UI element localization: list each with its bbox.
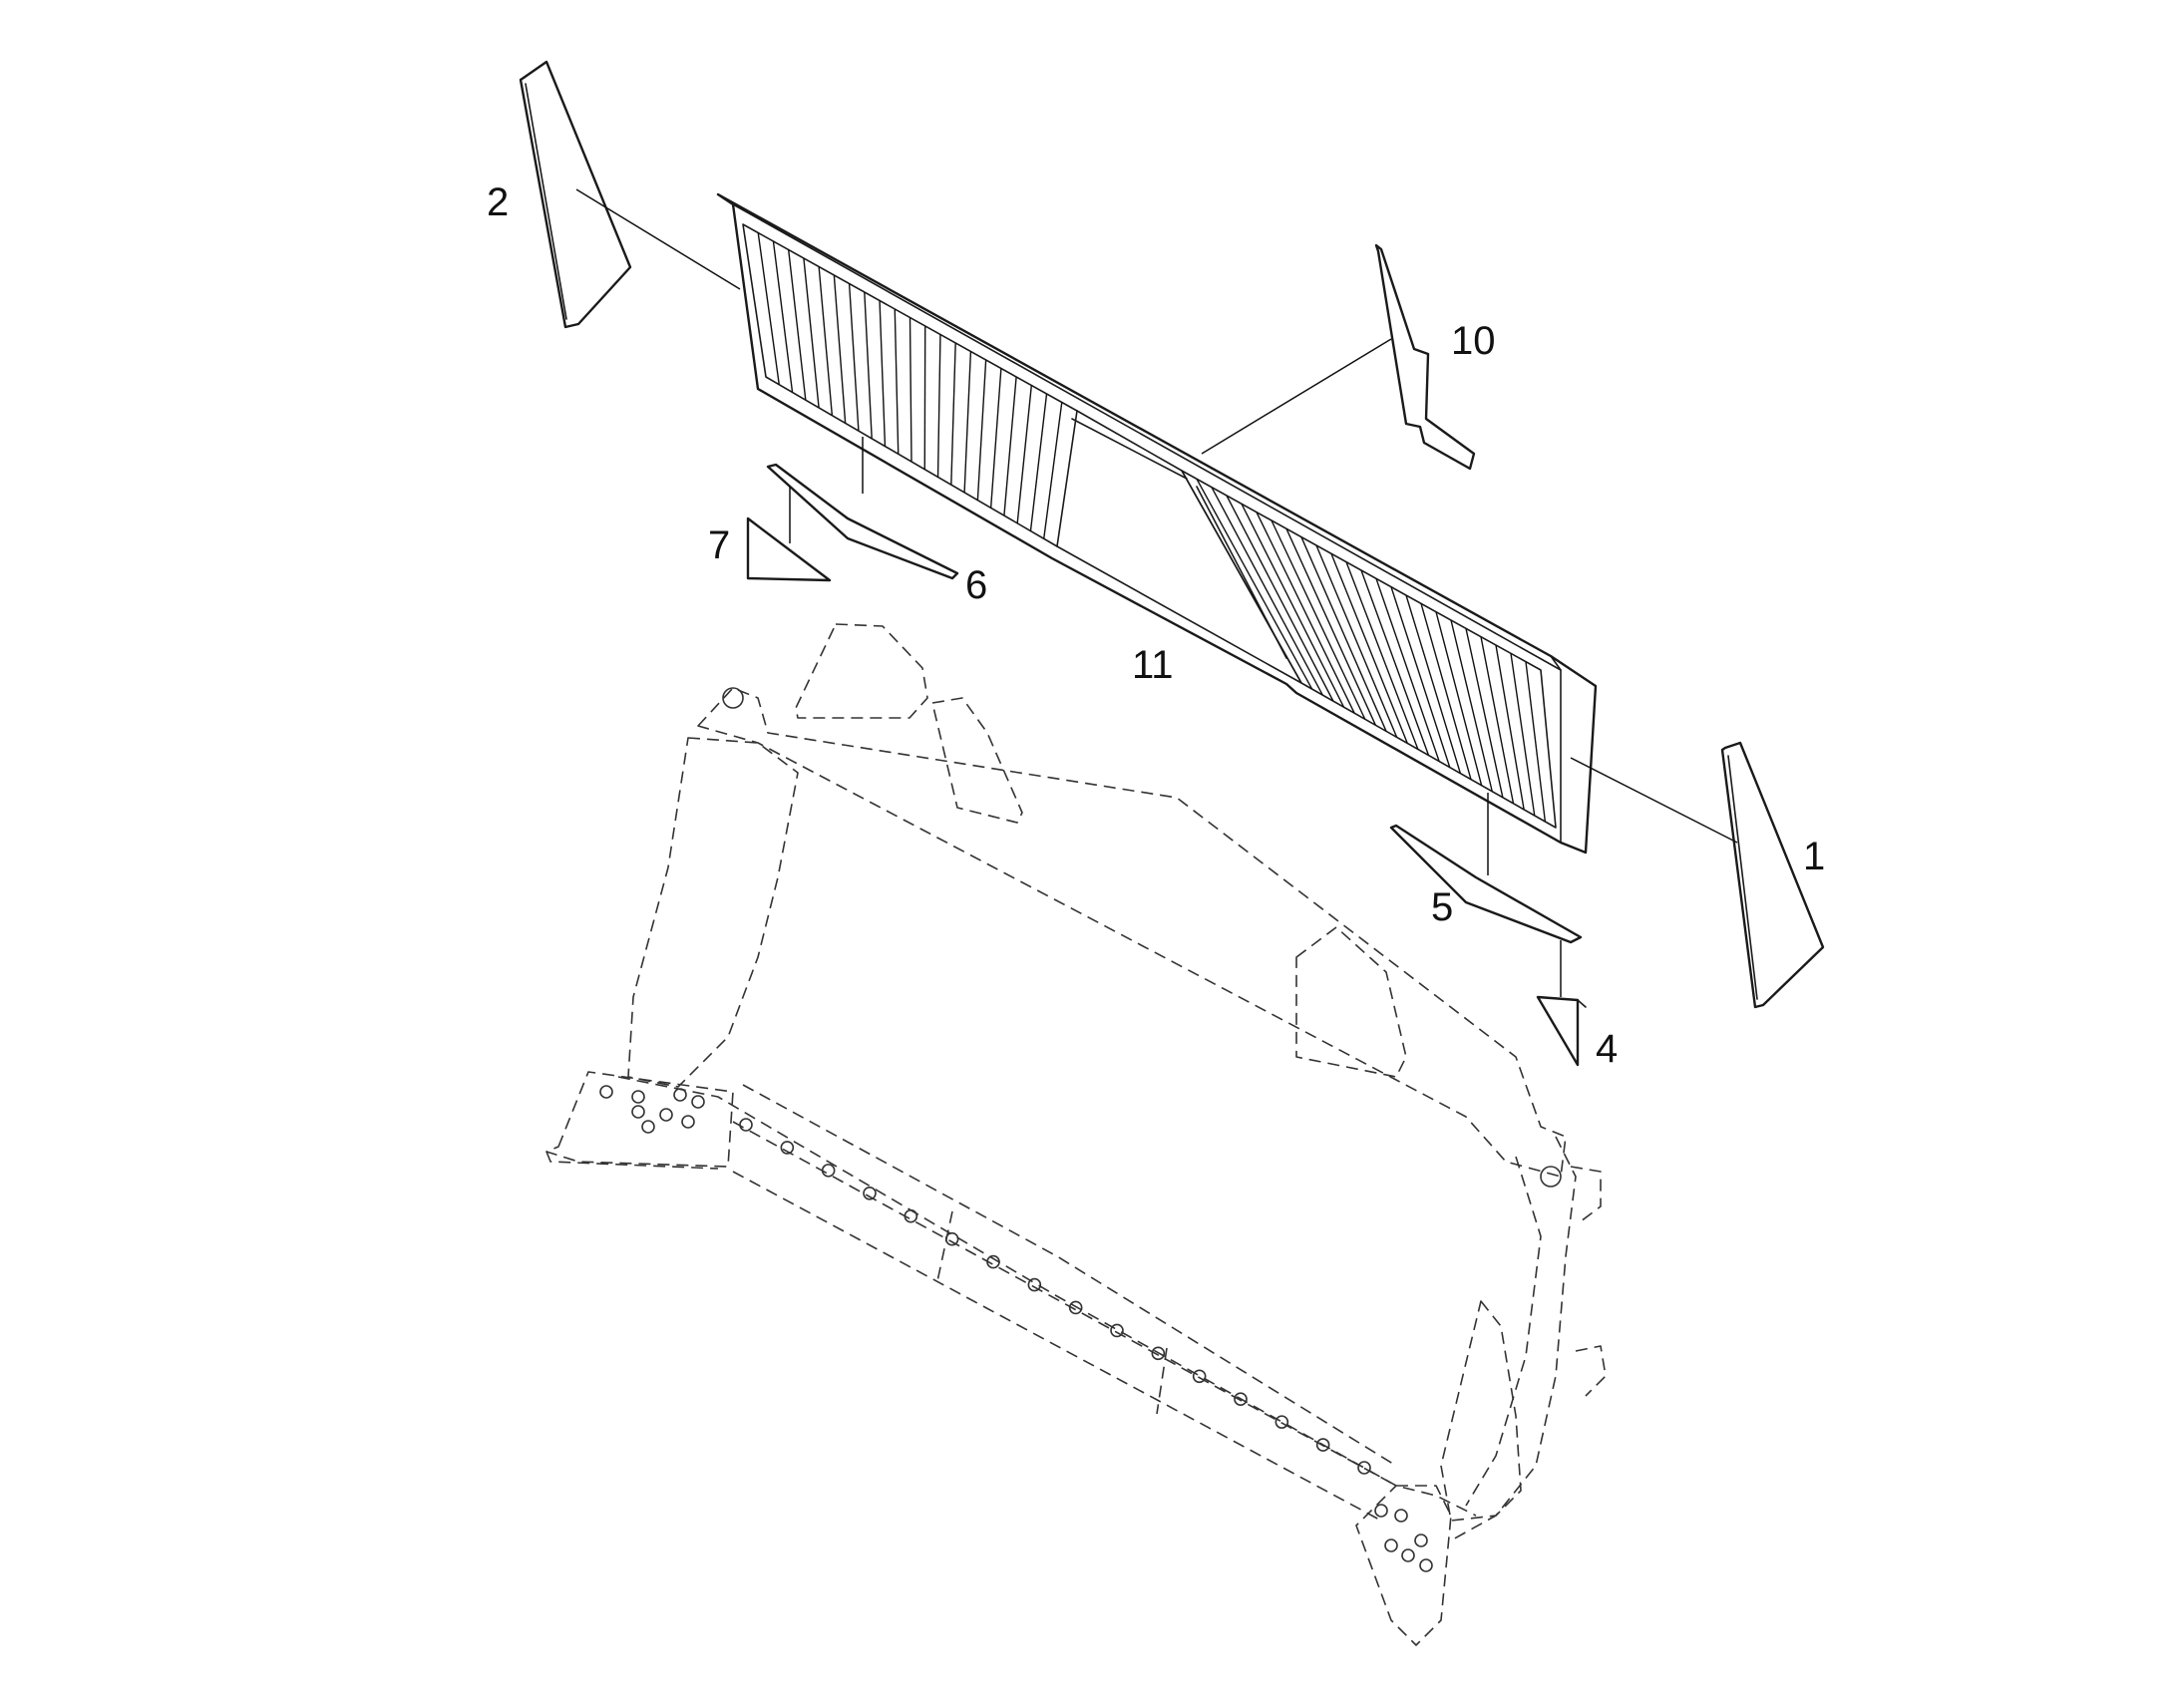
bolt-hole xyxy=(1419,1558,1433,1572)
blade-bolt-holes xyxy=(599,1085,1433,1572)
louvre-slat xyxy=(1525,661,1547,823)
louvre-slat xyxy=(1375,578,1440,762)
bolt-hole xyxy=(631,1090,645,1104)
bolt-hole xyxy=(659,1108,673,1122)
right-side-gusset-part xyxy=(1720,741,1825,1009)
louvre-slat xyxy=(803,257,820,408)
bolt-hole xyxy=(821,1164,836,1178)
louvre-slat xyxy=(1016,385,1033,523)
callout-labels: 1 2 4 5 6 7 10 11 xyxy=(487,180,1825,1071)
louvre-slat xyxy=(1271,519,1366,720)
bolt-hole xyxy=(986,1254,1000,1269)
louvre-slat xyxy=(787,249,807,401)
louvre-slat xyxy=(1211,487,1323,696)
bolt-hole xyxy=(1192,1369,1207,1384)
bolt-hole xyxy=(1414,1534,1428,1547)
louvre-slat xyxy=(1196,478,1313,690)
louvre-slat xyxy=(1256,512,1355,714)
bolt-hole xyxy=(599,1085,613,1099)
bolt-hole xyxy=(1357,1461,1371,1475)
louvre-slat xyxy=(1480,636,1515,804)
callout-2: 2 xyxy=(487,180,509,224)
louvre-slat xyxy=(963,351,972,493)
louvre-slat xyxy=(1043,402,1063,539)
left-wear-strip-part xyxy=(766,463,959,580)
louvre-slat xyxy=(950,342,956,486)
louvre-slat xyxy=(1465,628,1504,798)
louvre-slat xyxy=(1285,528,1377,726)
louvre-slat xyxy=(1510,653,1536,817)
louvre-slat xyxy=(908,317,912,463)
bolt-hole xyxy=(681,1115,695,1129)
louvre-slat xyxy=(1495,644,1525,810)
bolt-hole xyxy=(1394,1509,1408,1523)
callout-11: 11 xyxy=(1132,643,1174,687)
louvre-slat xyxy=(757,232,780,385)
louvre-slat xyxy=(1003,376,1017,516)
louvre-slat xyxy=(1390,586,1451,768)
left-corner-plate-part xyxy=(746,516,832,582)
bolt-hole xyxy=(1110,1323,1124,1338)
dozer-blade-outline xyxy=(545,623,1607,1646)
bolt-hole xyxy=(1027,1277,1042,1292)
louvre-slat xyxy=(848,283,860,432)
louvre-slat xyxy=(1330,553,1408,744)
callout-1: 1 xyxy=(1803,835,1825,878)
bolt-hole xyxy=(631,1105,645,1119)
bolt-hole xyxy=(1151,1346,1166,1361)
bolt-hole xyxy=(641,1120,655,1134)
bolt-hole xyxy=(1401,1548,1415,1562)
callout-5: 5 xyxy=(1431,885,1453,929)
bolt-hole xyxy=(1374,1504,1388,1518)
louvre-slat xyxy=(1241,504,1345,708)
louvre-slat xyxy=(936,334,941,478)
callout-10: 10 xyxy=(1451,319,1496,363)
center-gusset-part xyxy=(1374,243,1476,471)
bolt-hole xyxy=(1315,1438,1330,1452)
louvre-slat xyxy=(1300,536,1387,732)
leader-lines xyxy=(575,188,1738,997)
bolt-hole xyxy=(863,1187,877,1200)
louvre-slat xyxy=(879,300,887,447)
callout-6: 6 xyxy=(965,563,987,607)
louvre-slat xyxy=(833,274,847,424)
bolt-hole xyxy=(691,1095,705,1109)
louvre-slat xyxy=(1029,393,1048,531)
bolt-hole xyxy=(1384,1538,1398,1552)
right-wear-strip-part xyxy=(1389,824,1583,944)
louvre-slat xyxy=(1360,569,1430,756)
callout-4: 4 xyxy=(1596,1027,1618,1071)
bolt-hole xyxy=(944,1231,959,1246)
left-louvre-slats xyxy=(757,232,1063,539)
bolt-hole xyxy=(1234,1392,1248,1406)
left-side-gusset-part xyxy=(519,60,632,329)
bolt-hole xyxy=(739,1118,753,1132)
callout-7: 7 xyxy=(708,523,730,567)
bolt-hole xyxy=(673,1088,687,1102)
bolt-hole xyxy=(1274,1415,1289,1429)
louvre-slat xyxy=(894,308,900,455)
bolt-hole xyxy=(780,1141,795,1155)
louvre-slat xyxy=(864,291,873,439)
bolt-hole xyxy=(904,1208,918,1223)
louvre-slat xyxy=(1405,594,1462,774)
grille-screen-part xyxy=(716,192,1598,854)
louvre-slat xyxy=(1450,619,1493,792)
right-louvre-slats xyxy=(1196,478,1547,823)
louvre-slat xyxy=(1315,544,1398,738)
louvre-slat xyxy=(1420,603,1472,780)
louvre-slat xyxy=(1226,495,1334,702)
louvre-slat xyxy=(772,240,794,393)
bolt-hole xyxy=(1068,1300,1083,1315)
louvre-slat xyxy=(1345,561,1419,750)
right-corner-plate-part xyxy=(1536,995,1587,1067)
louvre-slat xyxy=(976,359,987,501)
louvre-slat xyxy=(818,266,834,416)
louvre-slat xyxy=(989,368,1002,509)
louvre-slat xyxy=(1435,611,1483,786)
